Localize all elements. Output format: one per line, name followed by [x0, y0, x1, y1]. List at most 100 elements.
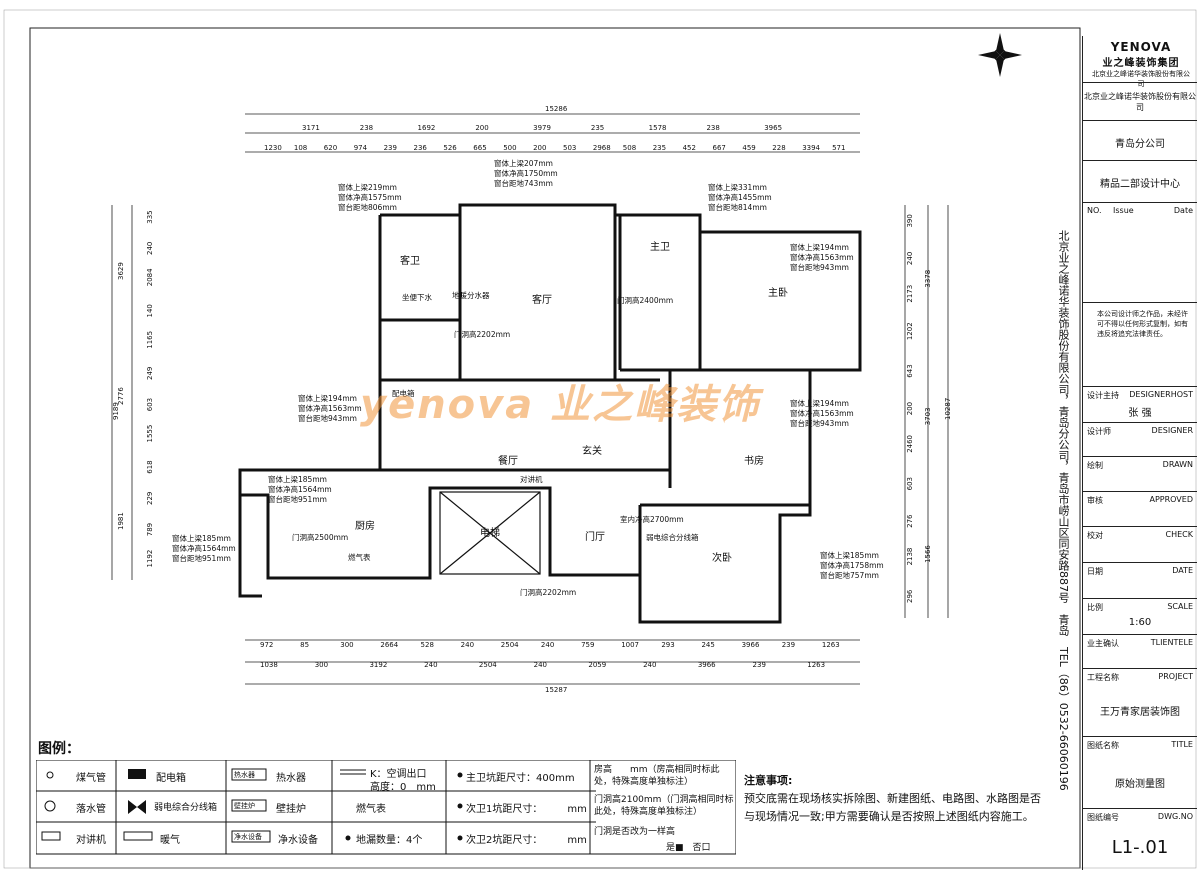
dim-top-1: 238: [360, 124, 373, 132]
legend-gas-pipe: 煤气管: [76, 773, 106, 784]
legend-heater: 热水器: [276, 773, 306, 784]
ann-second-window: 窗台距地757mm: [820, 570, 879, 580]
tb-check: 校对 CHECK: [1083, 526, 1197, 563]
dim-top-1: 235: [591, 124, 604, 132]
tb-title-cn: 图纸名称: [1087, 741, 1119, 750]
dim-left-outer: 2776: [117, 387, 125, 405]
dim-right-inner: 2460: [906, 435, 914, 453]
ann-misc: 坐便下水: [402, 292, 432, 302]
tb-scale-value: 1:60: [1128, 617, 1152, 628]
brand-name: YENOVA: [1110, 40, 1172, 54]
dim-right-outer: 3378: [924, 270, 932, 288]
dim-right-inner: 2173: [906, 285, 914, 303]
dim-top-2: 108: [294, 144, 307, 152]
brand-cn: 业之峰装饰集团: [1102, 58, 1180, 69]
dim-top-2: 2968: [593, 144, 611, 152]
ann-master-window: 窗体上梁194mm: [790, 242, 849, 252]
tb-client-en: TLIENTELE: [1150, 638, 1193, 647]
room-master-bath: 主卫: [650, 241, 670, 253]
dim-top-2: 459: [742, 144, 755, 152]
dim-top-2: 526: [443, 144, 457, 152]
dim-bottom-1: 239: [782, 641, 795, 649]
ann-dining-window: 窗体上梁194mm: [298, 393, 357, 403]
dim-top-2: 235: [653, 144, 666, 152]
dim-bottom-1: 759: [581, 641, 594, 649]
ann-misc: 门洞高2400mm: [617, 295, 673, 305]
tb-project-value: 王万青家居装饰图: [1100, 707, 1180, 718]
dim-left-inner: 618: [146, 460, 154, 473]
ann-kitchen-left-window: 窗体净高1564mm: [172, 543, 236, 553]
legend-ac: K：空调出口: [370, 769, 427, 780]
ann-master-window: 窗体净高1563mm: [790, 252, 854, 262]
tb-dwg-cn: 图纸编号: [1087, 813, 1119, 822]
dim-left-inner: 1555: [146, 425, 154, 443]
tb-issue: Issue: [1113, 206, 1134, 215]
legend-tag-boiler: 壁挂炉: [234, 802, 255, 810]
dim-bottom-2: 3192: [369, 661, 387, 669]
legend-ac-height: 高度：0 mm: [370, 782, 436, 793]
dim-bottom-1: 3966: [742, 641, 760, 649]
ann-guestbath-window: 窗台距地806mm: [338, 202, 397, 212]
ann-misc: 地暖分水器: [452, 290, 490, 300]
tb-designer-cn: 设计师: [1087, 427, 1111, 436]
dim-top-2: 1230: [264, 144, 282, 152]
legend-table: [36, 760, 736, 855]
tb-check-en: CHECK: [1165, 530, 1194, 539]
dim-bottom-2: 240: [534, 661, 547, 669]
tb-title: 图纸名称 TITLE 原始测量图: [1083, 736, 1197, 809]
tb-dwg-en: DWG.NO: [1157, 812, 1193, 821]
tb-scale: 比例 SCALE 1:60: [1083, 598, 1197, 635]
elevator-shaft: [439, 491, 541, 575]
tb-branch: 青岛分公司: [1083, 120, 1197, 161]
room-labels: 客厅 主卧 主卫 客卫 餐厅 玄关 书房 厨房 电梯 门厅 次卧: [355, 241, 788, 564]
tb-dwg-value: L1-.01: [1111, 837, 1169, 858]
tb-drawn-cn: 绘制: [1087, 461, 1103, 470]
tb-title-en: TITLE: [1171, 740, 1193, 749]
ann-guestbath-window: 窗体上梁219mm: [338, 182, 397, 192]
tb-scale-cn: 比例: [1087, 603, 1103, 612]
title-block: YENOVA 业之峰装饰集团 北京业之峰诺华装饰股份有限公司 北京业之峰诺华装饰…: [1082, 36, 1197, 870]
dim-top-2: 500: [503, 144, 516, 152]
legend-tag-heater: 热水器: [234, 771, 255, 779]
ann-second-window: 窗体上梁185mm: [820, 550, 879, 560]
tb-company: 北京业之峰诺华装饰股份有限公司: [1083, 82, 1197, 121]
north-arrow-icon: [978, 33, 1022, 77]
ann-misc: 燃气表: [348, 552, 371, 562]
dim-bottom-2: 239: [753, 661, 766, 669]
tb-approved: 审核 APPROVED: [1083, 491, 1197, 527]
room-living: 客厅: [532, 293, 552, 306]
dim-bottom-1: 528: [421, 641, 434, 649]
dim-bottom-1: 2504: [501, 641, 519, 649]
dim-top-2: 620: [324, 144, 337, 152]
ann-misc: 弱电综合分线箱: [646, 532, 699, 542]
ann-kitchen-top-window: 窗体净高1564mm: [268, 484, 332, 494]
tb-no: NO.: [1087, 206, 1102, 215]
room-kitchen: 厨房: [355, 519, 375, 532]
legend-panel: 配电箱: [156, 773, 186, 784]
dim-top-2: 503: [563, 144, 576, 152]
company-address-vertical: 北京业之峰诺华装饰股份有限公司，青岛分公司，青岛市崂山区同安路887号 青岛 T…: [1057, 230, 1070, 791]
window-annotations: 窗体上梁207mm窗体净高1750mm窗台距地743mm窗体上梁219mm窗体净…: [172, 158, 884, 597]
tb-check-cn: 校对: [1087, 531, 1103, 540]
tb-company-name: 北京业之峰诺华装饰股份有限公司: [1084, 92, 1196, 112]
notes-body: 预交底需在现场核实拆除图、新建图纸、电路图、水路图是否与现场情况一致;甲方需要确…: [744, 792, 1041, 823]
tb-date-h: Date: [1173, 206, 1193, 215]
dim-top-2: 508: [623, 144, 636, 152]
brand-sub: 北京业之峰诺华装饰股份有限公司: [1092, 70, 1190, 88]
dim-bottom-1: 245: [701, 641, 714, 649]
dim-top-2: 667: [713, 144, 726, 152]
ann-kitchen-left-window: 窗体上梁185mm: [172, 533, 231, 543]
dim-top-1: 200: [475, 124, 488, 132]
dim-top-1: 1578: [649, 124, 667, 132]
tb-client: 业主确认 TLIENTELE: [1083, 634, 1197, 669]
dim-top-2: 236: [414, 144, 428, 152]
tb-date: 日期 DATE: [1083, 562, 1197, 599]
dim-bottom-1: 972: [260, 641, 273, 649]
ann-misc: 门洞高2202mm: [520, 587, 576, 597]
tb-title-value: 原始测量图: [1115, 779, 1165, 790]
tb-project: 工程名称 PROJECT 王万青家居装饰图: [1083, 668, 1197, 737]
dim-bottom-1: 300: [340, 641, 353, 649]
ann-misc: 对讲机: [520, 474, 543, 484]
ann-living-window: 窗体净高1750mm: [494, 168, 558, 178]
